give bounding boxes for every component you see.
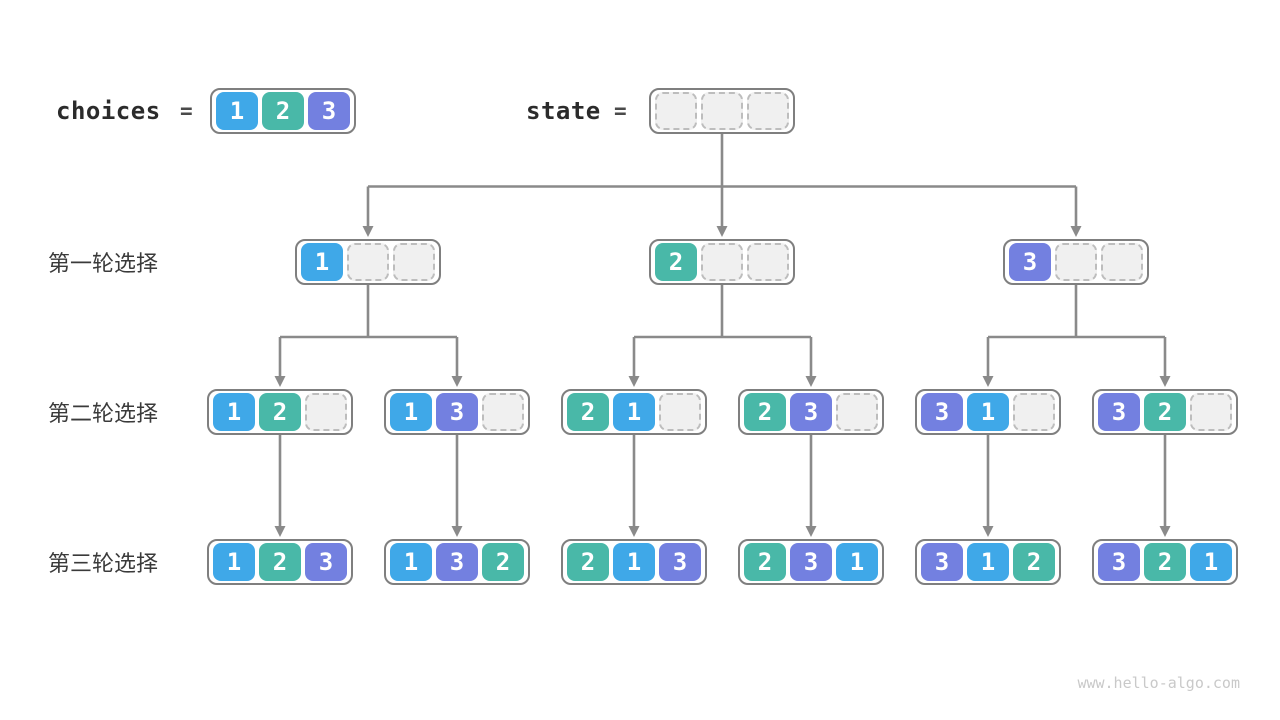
number-tile: 2 [744, 393, 786, 431]
number-tile: 1 [390, 393, 432, 431]
empty-slot [1190, 393, 1232, 431]
number-tile: 1 [213, 393, 255, 431]
number-tile: 3 [921, 393, 963, 431]
empty-slot [836, 393, 878, 431]
state-array-box: 3 [1003, 239, 1149, 285]
choices-equals-sign: = [180, 99, 193, 123]
number-tile: 3 [436, 393, 478, 431]
number-tile: 3 [1098, 543, 1140, 581]
number-tile: 3 [1009, 243, 1051, 281]
number-tile: 3 [305, 543, 347, 581]
number-tile: 1 [613, 543, 655, 581]
number-tile: 1 [967, 543, 1009, 581]
number-tile: 2 [655, 243, 697, 281]
watermark: www.hello-algo.com [1077, 674, 1240, 692]
empty-slot [747, 243, 789, 281]
number-tile: 2 [262, 92, 304, 130]
number-tile: 2 [567, 393, 609, 431]
number-tile: 2 [1144, 543, 1186, 581]
number-tile: 1 [213, 543, 255, 581]
number-tile: 1 [390, 543, 432, 581]
state-array-box: 2 [649, 239, 795, 285]
number-tile: 1 [613, 393, 655, 431]
empty-slot [347, 243, 389, 281]
round-label: 第三轮选择 [48, 551, 159, 576]
empty-slot [1101, 243, 1143, 281]
state-array-box: 1 [295, 239, 441, 285]
number-tile: 3 [659, 543, 701, 581]
empty-slot [1055, 243, 1097, 281]
number-tile: 2 [259, 393, 301, 431]
empty-slot [393, 243, 435, 281]
number-tile: 1 [1190, 543, 1232, 581]
empty-slot [1013, 393, 1055, 431]
empty-slot [701, 92, 743, 130]
number-tile: 1 [967, 393, 1009, 431]
number-tile: 1 [836, 543, 878, 581]
number-tile: 3 [790, 393, 832, 431]
round-label: 第一轮选择 [48, 251, 159, 276]
number-tile: 3 [308, 92, 350, 130]
empty-slot [482, 393, 524, 431]
number-tile: 1 [216, 92, 258, 130]
number-tile: 3 [921, 543, 963, 581]
empty-slot [655, 92, 697, 130]
state-equals-sign: = [614, 99, 627, 123]
empty-slot [747, 92, 789, 130]
number-tile: 2 [482, 543, 524, 581]
number-tile: 2 [567, 543, 609, 581]
number-tile: 3 [436, 543, 478, 581]
number-tile: 2 [1144, 393, 1186, 431]
number-tile: 1 [301, 243, 343, 281]
number-tile: 2 [1013, 543, 1055, 581]
number-tile: 3 [790, 543, 832, 581]
empty-slot [305, 393, 347, 431]
choices-label: choices [56, 97, 161, 125]
round-label: 第二轮选择 [48, 401, 159, 426]
number-tile: 3 [1098, 393, 1140, 431]
number-tile: 2 [259, 543, 301, 581]
empty-slot [701, 243, 743, 281]
state-array-box [649, 88, 795, 134]
state-label: state [526, 97, 601, 125]
number-tile: 2 [744, 543, 786, 581]
empty-slot [659, 393, 701, 431]
